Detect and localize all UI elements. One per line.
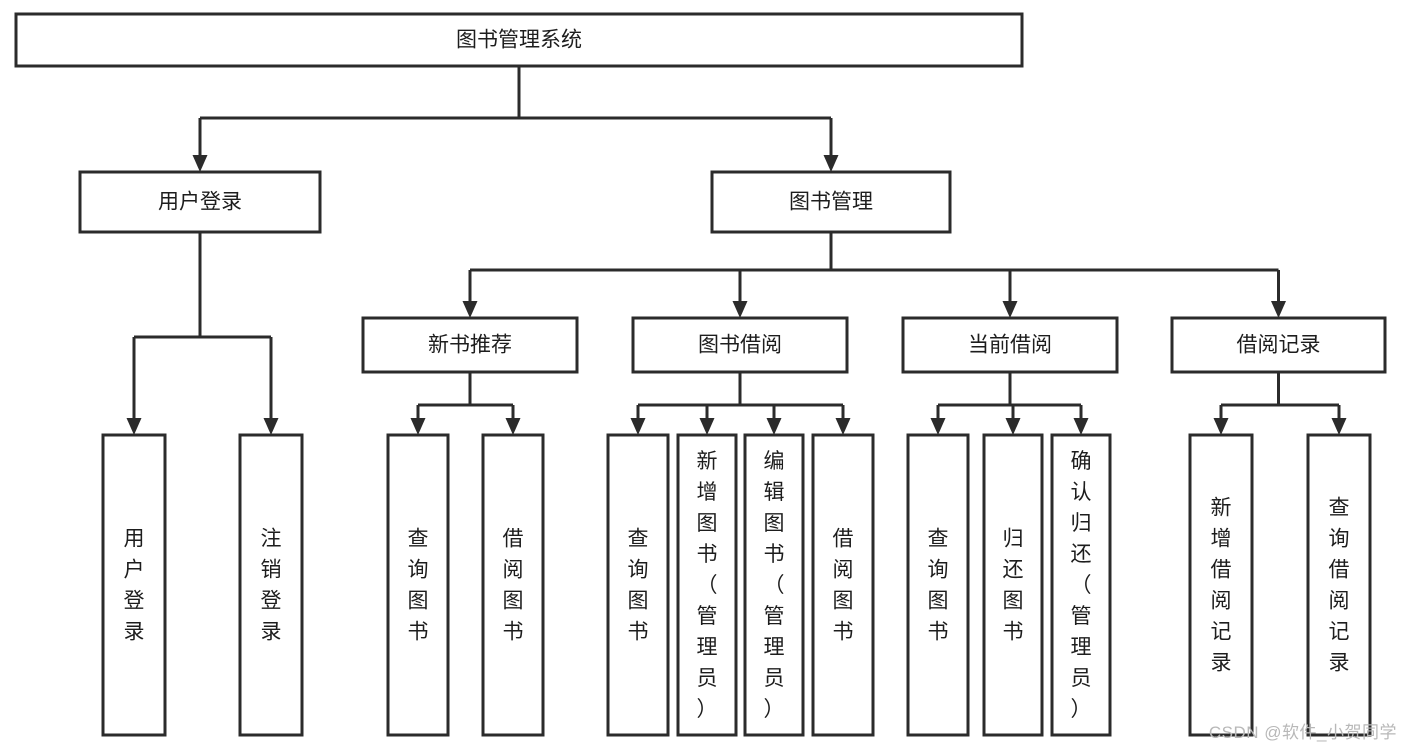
node-new-book-rec[interactable]: 新书推荐	[361, 316, 579, 374]
node-leaf-edit-book-box[interactable]	[743, 433, 805, 737]
node-leaf-return-book-label: 归还图书	[1003, 527, 1024, 643]
node-leaf-borrow-book-2-label: 借阅图书	[833, 527, 854, 643]
node-borrow-record-label: 借阅记录	[1237, 334, 1321, 357]
arrow-head-icon	[1005, 418, 1021, 435]
arrow-head-icon	[1331, 418, 1347, 435]
node-leaf-user-login-box[interactable]	[101, 433, 167, 737]
node-leaf-query-book-3-box[interactable]	[906, 433, 970, 737]
node-new-book-rec-label: 新书推荐	[428, 334, 512, 357]
node-leaf-confirm-return-label: 确认归还（管理员）	[1071, 450, 1092, 721]
node-leaf-user-login[interactable]: 用户登录	[101, 433, 167, 737]
arrow-head-icon	[630, 418, 646, 435]
node-book-borrow-box[interactable]	[631, 316, 849, 374]
arrow-head-icon	[126, 418, 142, 435]
node-leaf-add-record-box[interactable]	[1188, 433, 1254, 737]
node-leaf-confirm-return[interactable]: 确认归还（管理员）	[1050, 433, 1112, 737]
arrow-head-icon	[766, 418, 782, 435]
node-leaf-query-record[interactable]: 查询借阅记录	[1306, 433, 1372, 737]
node-new-book-rec-box[interactable]	[361, 316, 579, 374]
arrow-head-icon	[1213, 418, 1229, 435]
node-leaf-query-book-1-box[interactable]	[386, 433, 450, 737]
node-leaf-add-record-label: 新增借阅记录	[1211, 496, 1232, 674]
node-leaf-return-book[interactable]: 归还图书	[982, 433, 1044, 737]
arrow-head-icon	[462, 301, 478, 318]
arrow-head-icon	[823, 155, 839, 172]
arrow-head-icon	[1002, 301, 1018, 318]
node-leaf-user-logout[interactable]: 注销登录	[238, 433, 304, 737]
node-current-borrow-label: 当前借阅	[968, 334, 1052, 357]
arrow-head-icon	[732, 301, 748, 318]
arrow-head-icon	[410, 418, 426, 435]
node-leaf-add-book-box[interactable]	[676, 433, 738, 737]
node-book-manage-label: 图书管理	[789, 191, 873, 214]
node-layer: 图书管理系统用户登录图书管理新书推荐图书借阅当前借阅借阅记录用户登录注销登录查询…	[14, 12, 1387, 737]
arrow-head-icon	[835, 418, 851, 435]
node-book-borrow-label: 图书借阅	[698, 334, 782, 357]
node-leaf-borrow-book-1-label: 借阅图书	[503, 527, 524, 643]
node-leaf-query-book-2-label: 查询图书	[628, 527, 649, 643]
node-borrow-record-box[interactable]	[1170, 316, 1387, 374]
node-leaf-add-record[interactable]: 新增借阅记录	[1188, 433, 1254, 737]
node-root-system-label: 图书管理系统	[456, 29, 582, 52]
arrow-head-icon	[263, 418, 279, 435]
arrow-head-icon	[1271, 301, 1286, 318]
node-leaf-borrow-book-1-box[interactable]	[481, 433, 545, 737]
node-leaf-add-book[interactable]: 新增图书（管理员）	[676, 433, 738, 737]
node-leaf-user-logout-box[interactable]	[238, 433, 304, 737]
node-leaf-edit-book-label: 编辑图书（管理员）	[764, 450, 785, 721]
node-current-borrow-box[interactable]	[901, 316, 1119, 374]
arrow-head-icon	[505, 418, 521, 435]
node-leaf-query-book-2-box[interactable]	[606, 433, 670, 737]
node-leaf-edit-book[interactable]: 编辑图书（管理员）	[743, 433, 805, 737]
node-borrow-record[interactable]: 借阅记录	[1170, 316, 1387, 374]
arrow-head-icon	[699, 418, 715, 435]
arrow-head-icon	[1073, 418, 1089, 435]
node-leaf-query-record-box[interactable]	[1306, 433, 1372, 737]
node-leaf-query-book-1[interactable]: 查询图书	[386, 433, 450, 737]
node-leaf-borrow-book-2[interactable]: 借阅图书	[811, 433, 875, 737]
node-leaf-query-book-1-label: 查询图书	[408, 527, 429, 643]
node-book-borrow[interactable]: 图书借阅	[631, 316, 849, 374]
node-leaf-query-book-3-label: 查询图书	[928, 527, 949, 643]
node-leaf-add-book-label: 新增图书（管理员）	[697, 450, 718, 721]
node-leaf-query-record-label: 查询借阅记录	[1329, 496, 1350, 674]
node-current-borrow[interactable]: 当前借阅	[901, 316, 1119, 374]
node-leaf-confirm-return-box[interactable]	[1050, 433, 1112, 737]
node-leaf-borrow-book-1[interactable]: 借阅图书	[481, 433, 545, 737]
node-book-manage-box[interactable]	[710, 170, 952, 234]
node-leaf-user-logout-label: 注销登录	[261, 527, 282, 643]
connector-layer	[126, 66, 1347, 435]
node-leaf-user-login-label: 用户登录	[124, 527, 145, 643]
node-leaf-query-book-3[interactable]: 查询图书	[906, 433, 970, 737]
node-book-manage[interactable]: 图书管理	[710, 170, 952, 234]
node-root-system[interactable]: 图书管理系统	[14, 12, 1024, 68]
node-leaf-borrow-book-2-box[interactable]	[811, 433, 875, 737]
arrow-head-icon	[192, 155, 208, 172]
node-leaf-return-book-box[interactable]	[982, 433, 1044, 737]
node-user-login-box[interactable]	[78, 170, 322, 234]
node-user-login-label: 用户登录	[158, 191, 242, 214]
arrow-head-icon	[930, 418, 946, 435]
node-root-system-box[interactable]	[14, 12, 1024, 68]
node-leaf-query-book-2[interactable]: 查询图书	[606, 433, 670, 737]
node-user-login[interactable]: 用户登录	[78, 170, 322, 234]
